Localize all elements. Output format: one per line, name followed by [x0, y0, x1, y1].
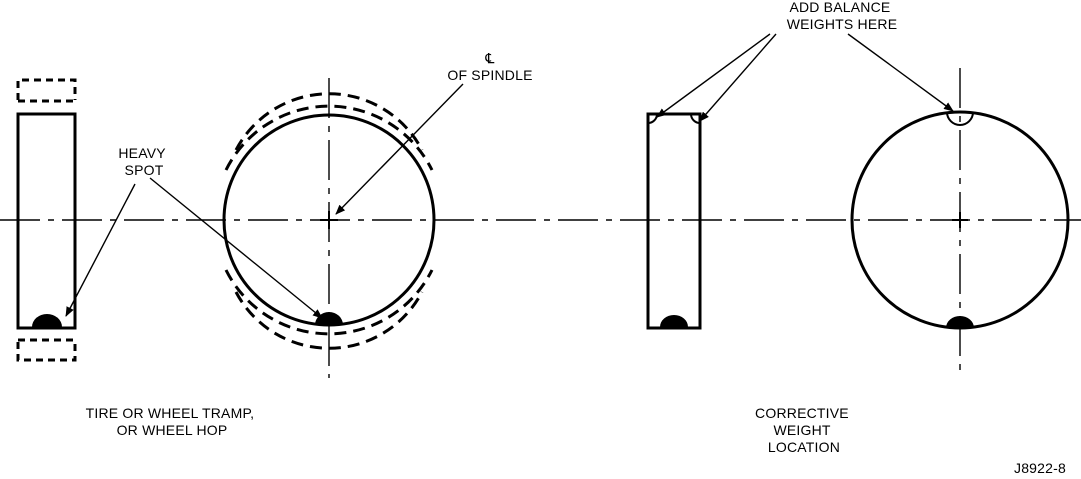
arrow-spindle-center	[335, 83, 464, 215]
arrow-weight-front	[847, 33, 954, 112]
caption-corrective: CORRECTIVE WEIGHT LOCATION	[755, 405, 853, 455]
arrow-heavy-spot-side	[65, 183, 136, 317]
tramp-side-view	[16, 78, 77, 362]
arrow-heavy-spot-front	[149, 177, 323, 319]
heavy-spot-label: HEAVY SPOT	[118, 145, 169, 178]
corrective-side-view	[646, 112, 702, 330]
heavy-spot-side-left	[32, 314, 62, 327]
balance-weight-front	[946, 111, 974, 126]
heavy-spot-side-right	[660, 315, 688, 327]
add-balance-label: ADD BALANCE WEIGHTS HERE	[787, 0, 898, 32]
of-spindle-label: OF SPINDLE	[447, 67, 532, 83]
leader-arrows	[65, 33, 954, 319]
caption-tramp: TIRE OR WHEEL TRAMP, OR WHEEL HOP	[86, 405, 259, 438]
arrow-weight-side-left	[656, 33, 771, 118]
figure-id: J8922-8	[1014, 460, 1066, 476]
corrective-front-view	[850, 68, 1070, 372]
centerline-symbol: ℄	[484, 50, 494, 66]
text-labels: HEAVY SPOT ℄ OF SPINDLE ADD BALANCE WEIG…	[86, 0, 1066, 476]
arrow-weight-side-right	[699, 33, 777, 122]
tramp-front-view	[222, 78, 436, 378]
heavy-spot-front-left	[315, 312, 343, 325]
heavy-spot-front-right	[946, 316, 974, 328]
